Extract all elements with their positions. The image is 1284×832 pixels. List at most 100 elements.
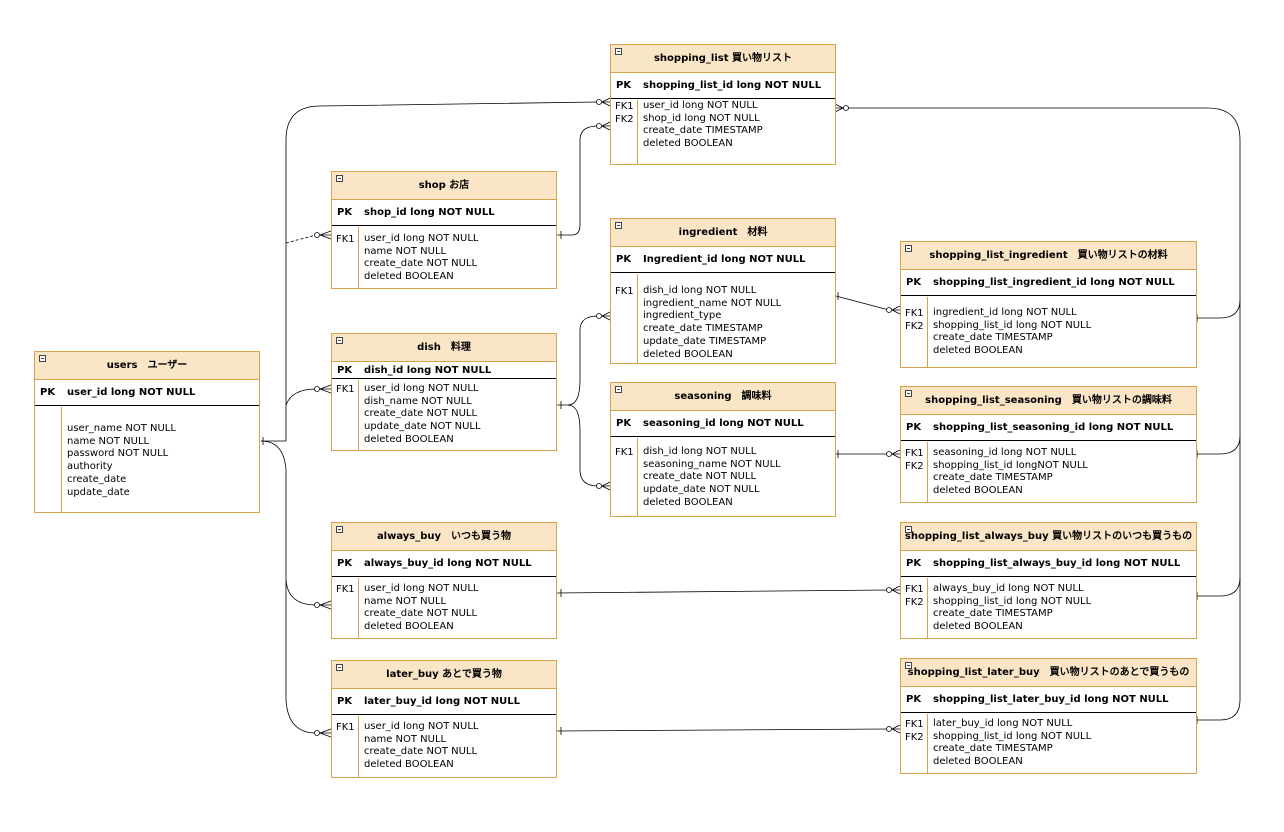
entity-header: ingredient 材料: [611, 219, 835, 247]
collapse-icon[interactable]: [905, 662, 912, 669]
collapse-icon[interactable]: [336, 175, 343, 182]
attribute: seasoning_name NOT NULL: [643, 458, 781, 470]
column-divider: [61, 407, 62, 512]
collapse-icon[interactable]: [905, 390, 912, 397]
fk-label: FK1: [905, 308, 924, 319]
attribute: name NOT NULL: [67, 435, 150, 447]
pk-field: Ingredient_id long NOT NULL: [643, 254, 806, 265]
attribute-list: user_id long NOT NULL dish_name NOT NULL…: [364, 383, 481, 447]
crowfoot-shopping-list-right: [834, 103, 849, 113]
entity-shopping-list-later-buy[interactable]: shopping_list_later_buy 買い物リストのあとで買うもの P…: [900, 658, 1197, 774]
attribute: create_date: [67, 473, 127, 485]
entity-shopping-list-always-buy[interactable]: shopping_list_always_buy 買い物リストのいつも買うもの …: [900, 522, 1197, 639]
attribute: password NOT NULL: [67, 448, 169, 460]
entity-header: always_buy いつも買う物: [332, 523, 556, 551]
entity-shopping-list-seasoning[interactable]: shopping_list_seasoning 買い物リストの調味料 PK sh…: [900, 386, 1197, 503]
attribute: shopping_list_id longNOT NULL: [933, 459, 1088, 471]
entity-title: shopping_list_later_buy 買い物リストのあとで買うもの: [907, 667, 1190, 678]
pk-label: PK: [906, 694, 922, 705]
attribute: deleted BOOLEAN: [643, 348, 733, 360]
attribute: user_id long NOT NULL: [643, 100, 758, 111]
collapse-icon[interactable]: [905, 526, 912, 533]
fk-labels: FK1: [336, 721, 355, 734]
pk-field: shopping_list_ingredient_id long NOT NUL…: [933, 277, 1175, 288]
attribute: deleted BOOLEAN: [933, 485, 1023, 497]
entity-title: always_buy いつも買う物: [376, 531, 512, 542]
fk-label: FK2: [905, 732, 924, 743]
entity-title: users ユーザー: [106, 360, 188, 371]
attribute-list: always_buy_id long NOT NULL shopping_lis…: [933, 583, 1091, 634]
collapse-icon[interactable]: [615, 386, 622, 393]
rel-users-shop: [285, 234, 317, 244]
collapse-icon[interactable]: [39, 355, 46, 362]
pk-row: PK shopping_list_id long NOT NULL: [611, 73, 835, 99]
column-divider: [637, 438, 638, 516]
entity-seasoning[interactable]: seasoning 調味料 PK seasoning_id long NOT N…: [610, 382, 836, 517]
attribute: create_date TIMESTAMP: [933, 472, 1053, 484]
fk-labels: FK1 FK2: [615, 100, 634, 126]
crowfoot-sl-later-buy-fk1: [886, 724, 901, 734]
entity-later-buy[interactable]: later_buy あとで買う物 PK later_buy_id long NO…: [331, 660, 557, 778]
entity-ingredient[interactable]: ingredient 材料 PK Ingredient_id long NOT …: [610, 218, 836, 364]
entity-title: ingredient 材料: [678, 227, 768, 238]
pk-row: PK later_buy_id long NOT NULL: [332, 689, 556, 715]
attribute: create_date NOT NULL: [364, 746, 478, 758]
pk-row: PK shopping_list_always_buy_id long NOT …: [901, 551, 1196, 577]
attribute: later_buy_id long NOT NULL: [933, 718, 1073, 729]
entity-dish[interactable]: dish 料理 PK dish_id long NOT NULL FK1 use…: [331, 333, 557, 451]
attribute: update_date: [67, 486, 130, 498]
entity-header: later_buy あとで買う物: [332, 661, 556, 689]
fk-label: FK1: [905, 584, 924, 595]
entity-header: shopping_list_always_buy 買い物リストのいつも買うもの: [901, 523, 1196, 551]
fk-label: FK1: [336, 384, 355, 395]
attribute: ingredient_id long NOT NULL: [933, 307, 1077, 318]
pk-label: PK: [906, 558, 922, 569]
attribute: create_date NOT NULL: [643, 471, 757, 483]
entity-always-buy[interactable]: always_buy いつも買う物 PK always_buy_id long …: [331, 522, 557, 639]
rel-spine-sl-seasoning: [1197, 435, 1241, 455]
entity-title: shopping_list 買い物リスト: [653, 53, 793, 64]
pk-label: PK: [906, 277, 922, 288]
attribute: ingredient_type: [643, 310, 722, 322]
attribute: deleted BOOLEAN: [364, 621, 454, 633]
fk-labels: FK1 FK2: [905, 307, 924, 333]
collapse-icon[interactable]: [615, 222, 622, 229]
attribute: shopping_list_id long NOT NULL: [933, 319, 1092, 331]
crowfoot-always-buy-fk1: [314, 600, 332, 610]
collapse-icon[interactable]: [336, 337, 343, 344]
attribute-list: user_name NOT NULL name NOT NULL passwor…: [67, 423, 176, 499]
pk-field: later_buy_id long NOT NULL: [364, 696, 520, 707]
fk-label: FK2: [905, 461, 924, 472]
rel-spine-sl-ingredient: [1197, 299, 1241, 319]
attribute-area: user_name NOT NULL name NOT NULL passwor…: [35, 407, 259, 512]
crowfoot-shopping-list-fk2: [596, 121, 611, 131]
attribute: dish_id long NOT NULL: [643, 446, 757, 457]
entity-shopping-list[interactable]: shopping_list 買い物リスト PK shopping_list_id…: [610, 44, 836, 165]
fk-label: FK2: [905, 321, 924, 332]
entity-users[interactable]: users ユーザー PK user_id long NOT NULL user…: [34, 351, 260, 513]
attribute-list: user_id long NOT NULL name NOT NULL crea…: [364, 233, 478, 284]
entity-header: shopping_list_seasoning 買い物リストの調味料: [901, 387, 1196, 415]
crowfoot-ingredient-fk1: [596, 311, 611, 321]
fk-label: FK1: [905, 448, 924, 459]
fk-label: FK2: [615, 114, 634, 125]
pk-row: PK Ingredient_id long NOT NULL: [611, 247, 835, 273]
crowfoot-shop-fk1: [314, 230, 332, 240]
attribute: ingredient_name NOT NULL: [643, 297, 782, 309]
pk-row: PK user_id long NOT NULL: [35, 380, 259, 406]
collapse-icon[interactable]: [336, 664, 343, 671]
entity-shopping-list-ingredient[interactable]: shopping_list_ingredient 買い物リストの材料 PK sh…: [900, 241, 1197, 368]
collapse-icon[interactable]: [905, 245, 912, 252]
crowfoot-seasoning-fk1: [596, 481, 611, 491]
attribute: user_id long NOT NULL: [364, 383, 479, 394]
pk-field: always_buy_id long NOT NULL: [364, 558, 532, 569]
attribute-list: user_id long NOT NULL shop_id long NOT N…: [643, 100, 763, 151]
pk-row: PK dish_id long NOT NULL: [332, 362, 556, 379]
attribute-list: ingredient_id long NOT NULL shopping_lis…: [933, 307, 1091, 358]
rel-shop-shopping-list: [557, 125, 599, 236]
fk-labels: FK1 FK2: [905, 583, 924, 609]
entity-shop[interactable]: shop お店 PK shop_id long NOT NULL FK1 use…: [331, 171, 557, 289]
rel-dish-seasoning: [567, 404, 599, 487]
collapse-icon[interactable]: [336, 526, 343, 533]
collapse-icon[interactable]: [615, 48, 622, 55]
